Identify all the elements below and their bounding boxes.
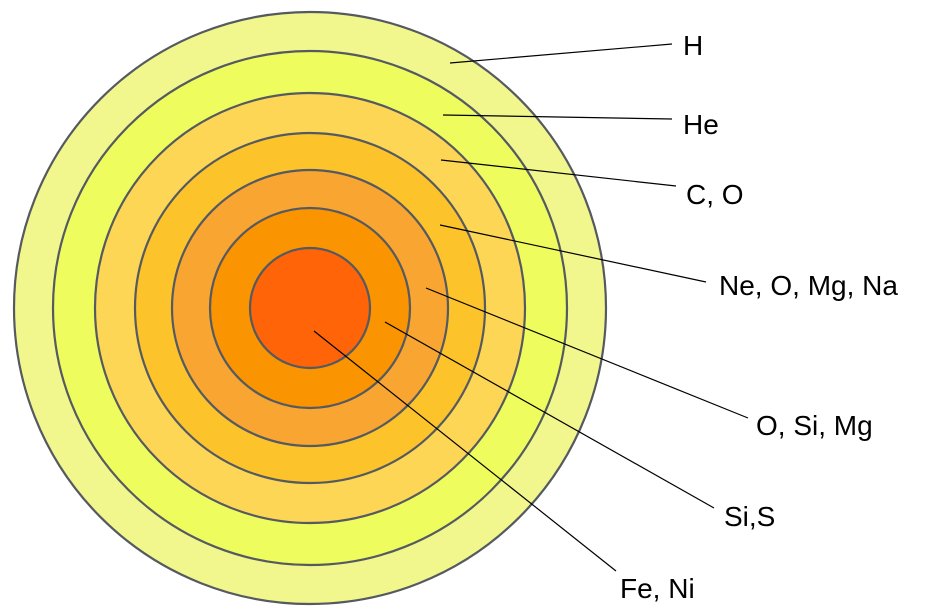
leader-line-c-o	[440, 159, 677, 187]
shell-rings	[12, 10, 608, 606]
leader-line-h	[449, 43, 673, 64]
label-o-si-mg: O, Si, Mg	[756, 410, 873, 441]
leader-line-fe-ni	[313, 330, 617, 572]
shell-ring-fe-ni	[248, 246, 372, 370]
leader-lines	[313, 43, 749, 572]
label-h: H	[683, 30, 703, 61]
label-fe-ni: Fe, Ni	[620, 573, 695, 604]
leader-line-si-s	[384, 321, 715, 509]
label-ne-o-mg-na: Ne, O, Mg, Na	[719, 270, 898, 301]
label-c-o: C, O	[686, 179, 744, 210]
label-he: He	[683, 109, 719, 140]
shell-labels: H He C, O Ne, O, Mg, Na O, Si, Mg Si,S F…	[620, 30, 898, 604]
leader-line-ne-o-mg-na	[439, 224, 707, 283]
leader-line-he	[442, 114, 673, 120]
leader-line-o-si-mg	[425, 287, 749, 419]
label-si-s: Si,S	[724, 501, 775, 532]
